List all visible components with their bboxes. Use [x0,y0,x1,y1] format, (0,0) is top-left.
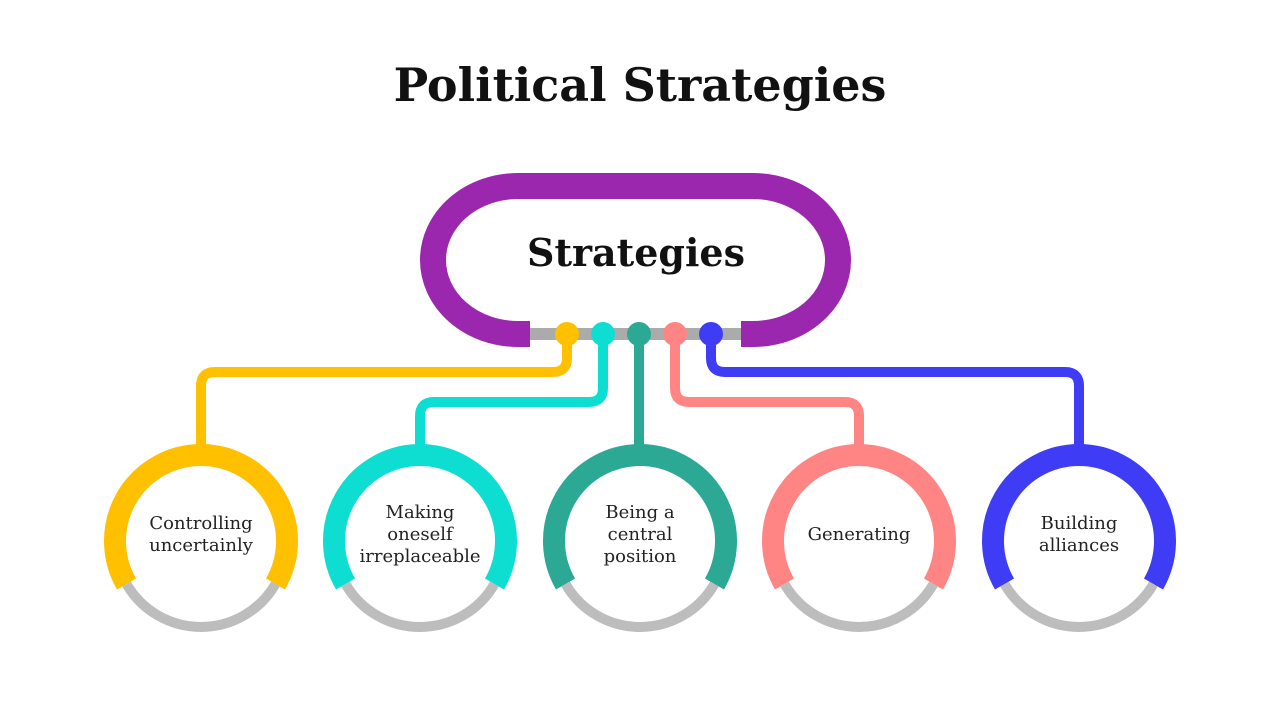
node-ring-1 [104,444,298,590]
node-label-2: Making oneself irreplaceable [359,502,481,567]
connector-dot-2 [591,322,615,346]
node-label-4: Generating [807,524,911,545]
node-ring-bottom-3 [561,581,719,632]
node-ring-bottom-5 [1000,581,1158,632]
node-label-3: Being a central position [603,502,677,567]
node-ring-5 [982,444,1176,590]
node-ring-3 [543,444,737,590]
node-ring-bottom-1 [122,581,280,632]
node-ring-4 [762,444,956,590]
node-ring-2 [323,444,517,590]
node-rings [104,444,1176,632]
node-ring-bottom-2 [341,581,499,632]
connector-dots [555,322,723,346]
connector-dot-5 [699,322,723,346]
node-label-1: Controlling uncertainly [149,513,253,556]
hub-frame [420,173,851,347]
node-ring-bottom-4 [780,581,938,632]
connector-dot-1 [555,322,579,346]
connector-dot-4 [663,322,687,346]
branch-connector-4 [670,334,864,455]
branch-connectors [196,334,1084,455]
slide-title: Political Strategies [393,58,887,112]
connector-dot-3 [627,322,651,346]
hub-label: Strategies [527,230,745,275]
branch-connector-5 [706,334,1084,455]
branch-connector-1 [196,334,572,455]
branch-connector-2 [415,334,608,455]
node-label-5: Building alliances [1038,513,1120,556]
